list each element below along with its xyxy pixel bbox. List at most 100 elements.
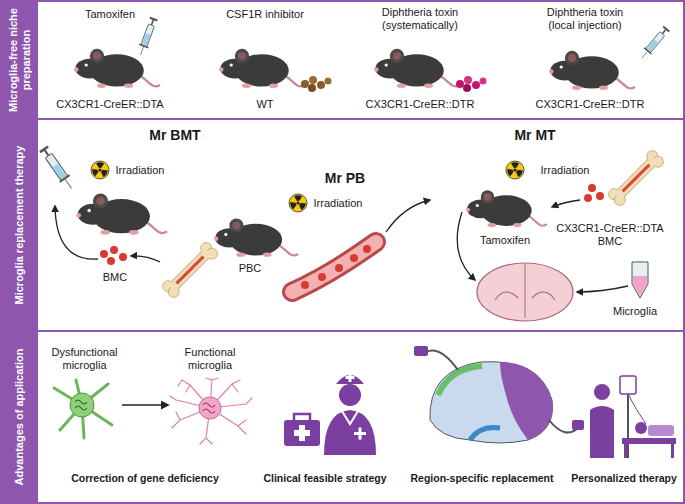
mt-scheme-part: [633, 276, 647, 296]
side-band: Advantages of application: [2, 332, 38, 502]
microglia-cells-part: [54, 380, 112, 438]
mouse-tamoxifen-part: [74, 49, 160, 88]
mt-scheme-part: [477, 263, 573, 321]
mt-scheme-part: [506, 161, 524, 179]
pb-scheme-part: [350, 254, 358, 262]
text-label: BMC: [103, 271, 127, 284]
patients-icon-part: [648, 425, 674, 436]
text-label: CX3CR1-CreER::DTR: [536, 98, 645, 111]
text-label: Microglia: [613, 305, 657, 318]
microglia-cells-part: [170, 378, 252, 444]
mt-scheme-part: [632, 262, 648, 298]
mouse-dt-systemic-part: [463, 84, 471, 92]
mt-scheme-part: [606, 148, 665, 207]
mt-scheme-part: [495, 292, 518, 300]
mouse-dt-systemic-part: [464, 76, 472, 84]
clinic-icon-part: [284, 420, 320, 446]
mouse-dt-systemic-part: [472, 81, 480, 89]
text-label: CSF1R inhibitor: [226, 8, 304, 21]
mt-scheme-part: [588, 184, 596, 192]
clinic-icon-part: [339, 384, 361, 406]
mouse-dt-local: [549, 25, 671, 90]
mt-scheme-part: [577, 286, 628, 292]
clinic-icon-part: [359, 428, 362, 440]
mt-scheme-part: [457, 212, 475, 280]
bmt-scheme-part: [110, 246, 118, 254]
brain-regions-part: [430, 362, 553, 443]
band-label: Microglia replacement therapy: [13, 125, 26, 325]
microglia-cells-part: [75, 400, 87, 404]
text-label: Diphtheria toxin (local injection): [535, 6, 635, 32]
text-label: CX3CR1-CreER::DTR: [366, 98, 475, 111]
pb-scheme-part: [292, 242, 376, 292]
microglia-cells-part: [203, 403, 215, 407]
text-label: Tamoxifen: [85, 8, 135, 21]
bmt-scheme: [38, 145, 219, 300]
mouse-tamoxifen: [74, 17, 160, 88]
mouse-csf1r-part: [317, 81, 325, 89]
mouse-csf1r-part: [325, 78, 332, 85]
patients-icon-part: [628, 394, 646, 424]
patients-icon: [590, 376, 676, 458]
bmt-scheme-part: [55, 206, 98, 259]
mt-scheme-part: [525, 264, 526, 318]
pb-scheme-part: [214, 219, 298, 257]
clinic-icon-part: [294, 414, 310, 420]
mouse-dt-systemic-part: [374, 49, 460, 88]
text-label: WT: [256, 98, 273, 111]
mouse-csf1r: [219, 49, 331, 92]
text-label: PBC: [239, 262, 262, 275]
bmt-scheme-part: [38, 145, 76, 192]
bmt-scheme-part: [107, 257, 115, 265]
mt-scheme-part: [466, 190, 547, 227]
patients-icon-part: [622, 438, 676, 444]
text-label: Mr MT: [514, 127, 555, 144]
text-label: CX3CR1-CreER::DTA BMC: [550, 222, 670, 248]
microglia-cells-part: [122, 404, 168, 406]
microglia-cells-part: [70, 393, 94, 417]
clinic-icon-part: [346, 376, 355, 379]
pb-scheme-part: [289, 194, 307, 212]
mouse-tamoxifen-part: [136, 17, 158, 57]
side-band: Microglia replacement therapy: [2, 120, 38, 330]
patients-icon-part: [671, 444, 674, 458]
mouse-csf1r-part: [308, 84, 316, 92]
mt-scheme: [457, 148, 665, 321]
brain-regions: [414, 346, 584, 443]
pb-scheme: [214, 194, 430, 292]
patients-icon-part: [594, 384, 610, 400]
text-label: Irradiation: [116, 164, 165, 177]
brain-regions-part: [470, 428, 500, 441]
text-label: Mr PB: [325, 170, 365, 187]
bmt-scheme-part: [100, 250, 108, 258]
patients-icon-part: [620, 376, 636, 394]
mouse-dt-systemic-part: [456, 80, 464, 88]
clinic-icon-part: [324, 410, 376, 455]
mouse-csf1r-part: [301, 80, 309, 88]
mouse-dt-systemic: [374, 49, 486, 92]
text-label: Mr BMT: [149, 127, 200, 144]
band-label: Advantages of application: [13, 337, 26, 497]
pb-scheme-part: [363, 245, 371, 253]
mt-scheme-part: [552, 200, 580, 207]
pb-scheme-part: [386, 200, 430, 232]
microglia-cells-part: [199, 397, 221, 419]
brain-regions-part: [426, 350, 458, 370]
microglia-cells-part: [75, 406, 87, 410]
band-label: Microglia-free niche preparation: [7, 7, 33, 113]
mouse-dt-systemic-part: [480, 78, 487, 85]
text-label: Functional microglia: [173, 346, 248, 372]
bmt-scheme-part: [131, 256, 160, 262]
bmt-scheme-part: [119, 253, 127, 261]
brain-regions-part: [500, 362, 553, 440]
mt-scheme-part: [584, 194, 592, 202]
text-label: Irradiation: [541, 164, 590, 177]
microglia-cells: [54, 378, 252, 444]
text-label: Personalized therapy: [571, 472, 677, 485]
side-band: Microglia-free niche preparation: [2, 2, 38, 118]
pb-scheme-part: [335, 264, 343, 272]
patients-icon-part: [624, 444, 627, 458]
